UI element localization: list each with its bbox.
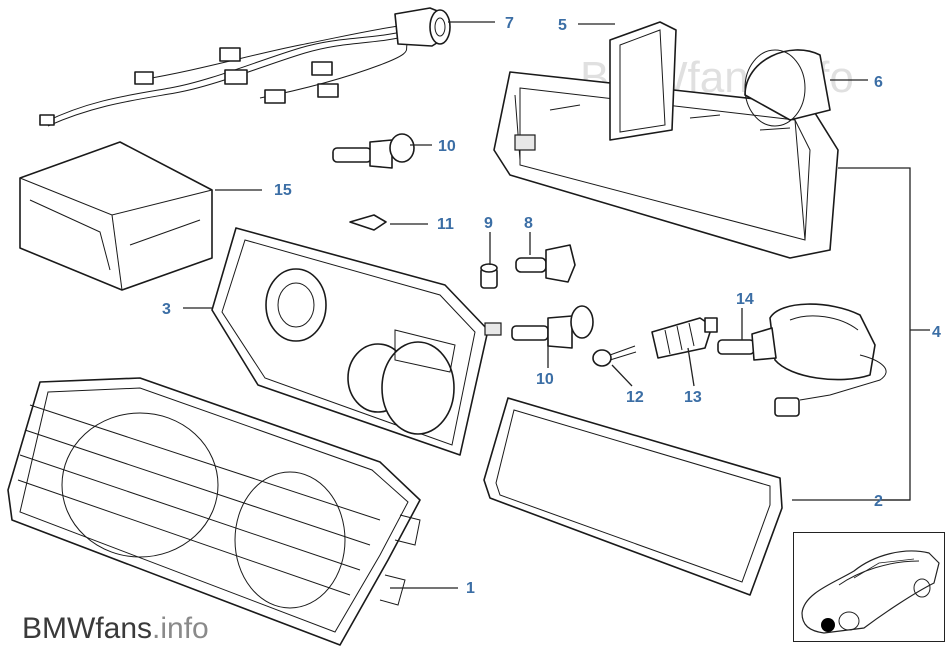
- brand-name: BMWfans: [22, 612, 153, 645]
- part-bulb-upper[interactable]: [332, 133, 415, 169]
- part-gasket[interactable]: [483, 397, 783, 596]
- callout-15[interactable]: 15: [274, 182, 292, 199]
- callout-5[interactable]: 5: [558, 17, 567, 34]
- highlight-marker-icon: [821, 618, 835, 632]
- callout-1[interactable]: 1: [466, 580, 475, 597]
- car-locator-inset: [793, 532, 945, 642]
- part-bulb-lower[interactable]: [511, 305, 594, 349]
- callout-4[interactable]: 4: [932, 324, 941, 341]
- callout-12[interactable]: 12: [626, 389, 644, 406]
- callout-9[interactable]: 9: [484, 215, 493, 232]
- brand-logo: BMWfans.info: [22, 612, 209, 646]
- callout-7[interactable]: 7: [505, 15, 514, 32]
- callout-2[interactable]: 2: [874, 493, 883, 510]
- part-box[interactable]: [19, 141, 213, 291]
- part-screw[interactable]: [592, 345, 637, 367]
- callout-10-lower[interactable]: 10: [536, 371, 554, 388]
- part-socket[interactable]: [480, 263, 498, 289]
- brand-suffix: .info: [152, 612, 209, 645]
- part-adjuster[interactable]: [651, 317, 718, 359]
- leader-12: [611, 364, 633, 387]
- callout-3[interactable]: 3: [162, 301, 171, 318]
- part-wiring-harness[interactable]: [39, 7, 451, 127]
- car-outline-icon: [801, 550, 940, 634]
- callout-13[interactable]: 13: [684, 389, 702, 406]
- part-lens[interactable]: [7, 377, 421, 646]
- leader-13: [687, 347, 695, 387]
- callout-6[interactable]: 6: [874, 74, 883, 91]
- part-xenon-igniter[interactable]: [717, 303, 887, 417]
- callout-8[interactable]: 8: [524, 215, 533, 232]
- callout-11[interactable]: 11: [437, 216, 454, 233]
- part-headlight-housing[interactable]: [493, 21, 839, 259]
- callout-14[interactable]: 14: [736, 291, 754, 308]
- part-bulb-small[interactable]: [349, 214, 387, 231]
- part-bulb-h7[interactable]: [515, 244, 576, 283]
- callout-10-upper[interactable]: 10: [438, 138, 456, 155]
- part-reflector[interactable]: [211, 227, 502, 456]
